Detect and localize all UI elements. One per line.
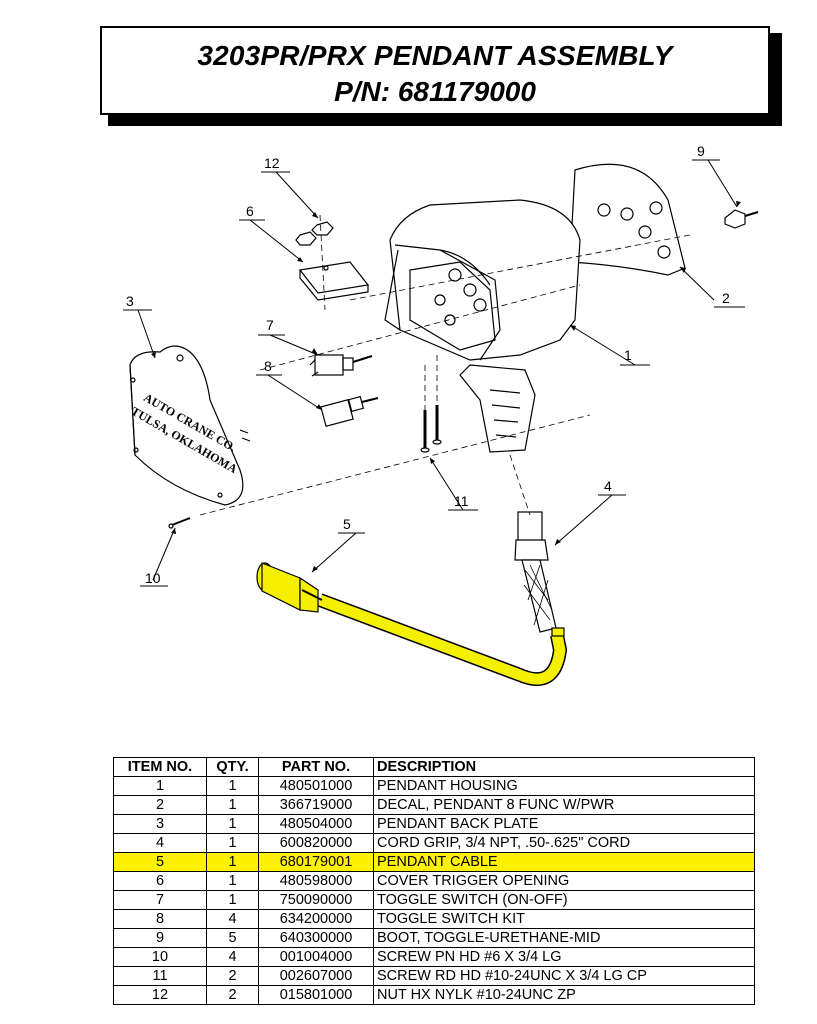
cell-desc: COVER TRIGGER OPENING [373,871,755,891]
cell-part: 640300000 [258,928,374,948]
cell-item: 6 [113,871,207,891]
cell-part: 634200000 [258,909,374,929]
hex-nut-parts [295,221,334,246]
cell-item: 12 [113,985,207,1005]
pendant-cable-part [256,562,568,686]
cell-item: 11 [113,966,207,986]
screw-parts-item-11 [420,405,442,453]
cell-item: 4 [113,833,207,853]
cell-qty: 1 [206,833,259,853]
trigger-cover-part [298,261,370,301]
cell-desc: SCREW RD HD #10-24UNC X 3/4 LG CP [373,966,755,986]
cell-qty: 1 [206,871,259,891]
callout-2: 2 [722,290,730,306]
cell-desc: PENDANT CABLE [373,852,755,872]
cell-qty: 1 [206,814,259,834]
cell-qty: 5 [206,928,259,948]
callout-10: 10 [145,570,161,586]
cord-grip-part [514,511,557,633]
callout-5: 5 [343,516,351,532]
cell-desc: DECAL, PENDANT 8 FUNC W/PWR [373,795,755,815]
cell-desc: BOOT, TOGGLE-URETHANE-MID [373,928,755,948]
cell-part: 015801000 [258,985,374,1005]
header-part-no: PART NO. [258,757,374,777]
cell-item: 10 [113,947,207,967]
callout-4: 4 [604,478,612,494]
cell-part: 480504000 [258,814,374,834]
cell-item: 1 [113,776,207,796]
cell-qty: 2 [206,985,259,1005]
cell-item: 5 [113,852,207,872]
cell-qty: 1 [206,795,259,815]
callout-12: 12 [264,155,280,171]
cell-item: 2 [113,795,207,815]
callout-7: 7 [266,317,274,333]
cell-part: 600820000 [258,833,374,853]
cell-part: 001004000 [258,947,374,967]
title-box: 3203PR/PRX PENDANT ASSEMBLY P/N: 6811790… [100,26,770,115]
callout-11: 11 [454,493,469,509]
cell-part: 366719000 [258,795,374,815]
cell-item: 8 [113,909,207,929]
cell-qty: 1 [206,890,259,910]
cell-item: 7 [113,890,207,910]
cell-qty: 1 [206,776,259,796]
callout-8: 8 [264,358,272,374]
callout-1: 1 [624,347,632,363]
pendant-housing-part [384,199,581,453]
callout-6: 6 [246,203,254,219]
cell-item: 3 [113,814,207,834]
cell-desc: TOGGLE SWITCH KIT [373,909,755,929]
assembly-title: 3203PR/PRX PENDANT ASSEMBLY [197,40,673,71]
cell-part: 680179001 [258,852,374,872]
toggle-switch-kit-part [320,395,379,428]
cell-item: 9 [113,928,207,948]
cell-part: 750090000 [258,890,374,910]
decal-part [569,163,686,276]
toggle-switch-part [309,354,373,377]
part-number-title: P/N: 681179000 [334,76,536,107]
table-header-row: ITEM NO. QTY. PART NO. DESCRIPTION [113,757,755,777]
cell-part: 480501000 [258,776,374,796]
cell-desc: SCREW PN HD #6 X 3/4 LG [373,947,755,967]
cell-desc: CORD GRIP, 3/4 NPT, .50-.625" CORD [373,833,755,853]
header-item-no: ITEM NO. [113,757,207,777]
cell-qty: 1 [206,852,259,872]
header-description: DESCRIPTION [373,757,755,777]
cell-qty: 4 [206,909,259,929]
cell-qty: 4 [206,947,259,967]
callout-3: 3 [126,293,134,309]
cell-desc: NUT HX NYLK #10-24UNC ZP [373,985,755,1005]
cell-desc: PENDANT BACK PLATE [373,814,755,834]
cell-part: 480598000 [258,871,374,891]
cell-desc: PENDANT HOUSING [373,776,755,796]
cell-desc: TOGGLE SWITCH (ON-OFF) [373,890,755,910]
exploded-view-diagram: AUTO CRANE CO. TULSA, OKLAHOMA [123,143,759,686]
header-qty: QTY. [206,757,259,777]
cell-part: 002607000 [258,966,374,986]
back-plate-part [129,345,251,506]
cell-qty: 2 [206,966,259,986]
toggle-boot-part [724,209,759,229]
callout-9: 9 [697,143,705,159]
screw-part-item-10 [168,517,191,529]
